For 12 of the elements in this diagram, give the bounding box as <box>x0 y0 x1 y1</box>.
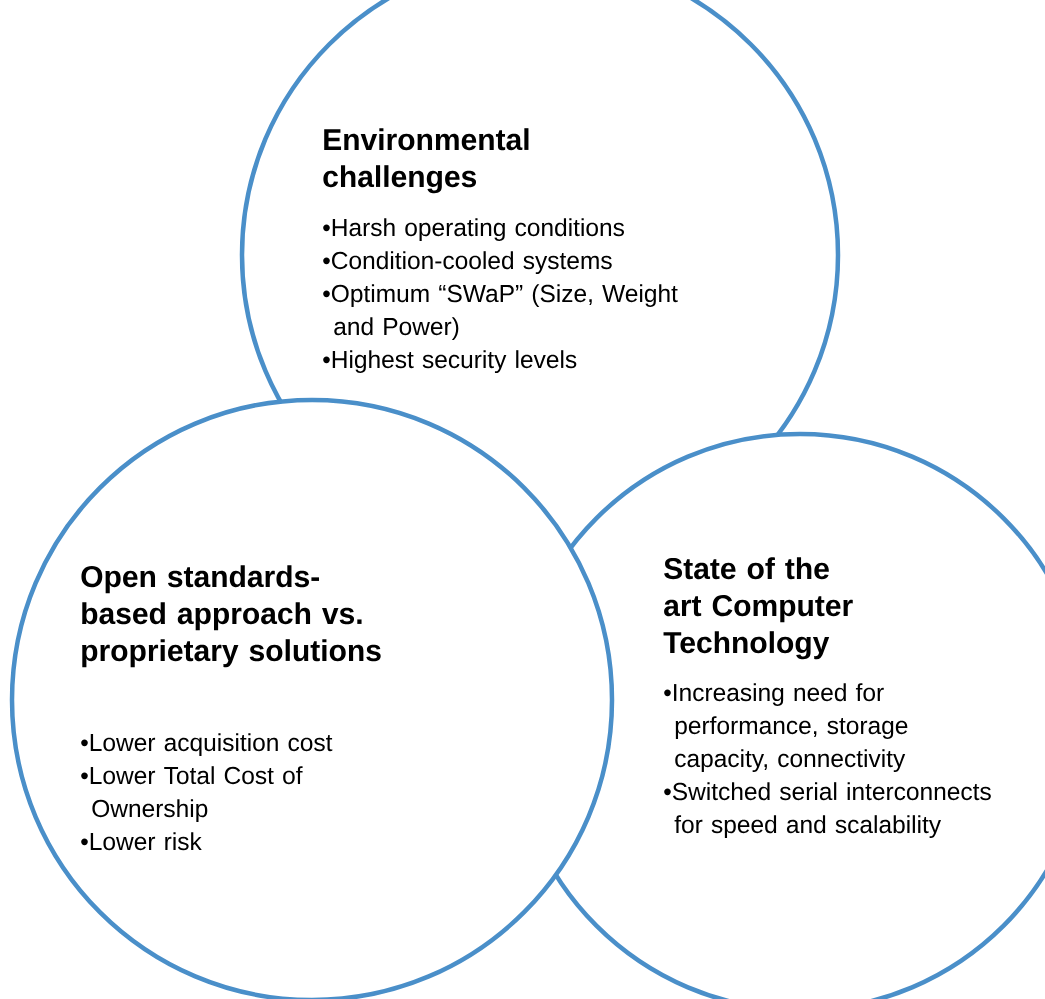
bullet-item: •Highest security levels <box>323 350 577 373</box>
bullet-item: •Lower Total Cost of Ownership <box>81 766 303 822</box>
bullet-item: •Harsh operating conditions <box>323 218 624 241</box>
bullet-item: •Increasing need for performance, storage capacity, connectivity <box>664 683 908 772</box>
bullet-item: •Condition-cooled systems <box>323 251 612 274</box>
bullet-item: •Switched serial interconnects for speed and scalability <box>664 782 991 838</box>
bullet-item: •Lower risk <box>81 832 202 851</box>
heading: State of the art Computer Technology <box>663 557 853 660</box>
bullet-item: •Lower acquisition cost <box>81 733 333 756</box>
heading: Environmental challenges <box>323 128 529 194</box>
bullet-item: •Optimum “SWaP” (Size, Weight and Power) <box>323 284 678 340</box>
heading: Open standards-based approach vs. proprietary solutions <box>81 565 381 668</box>
